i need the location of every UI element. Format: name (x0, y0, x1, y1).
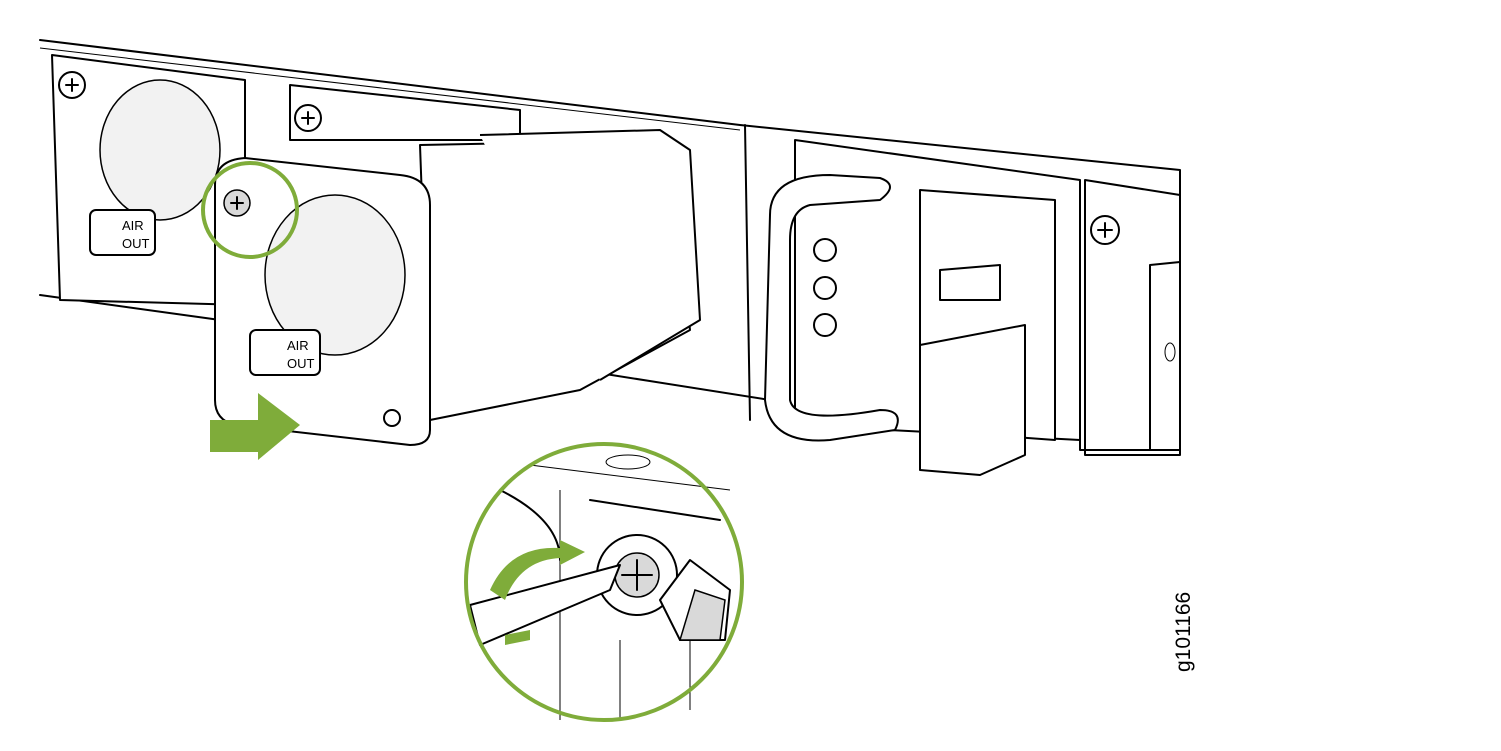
new-fan-air-out-label-line1: AIR (287, 338, 309, 353)
rotate-clockwise-arrow-icon (490, 540, 585, 600)
screw-detail-inset (464, 442, 744, 722)
captive-screw-highlight (201, 161, 299, 259)
power-supply (764, 139, 1081, 476)
figure-id-label: g101166 (1172, 591, 1195, 672)
new-fan-module: AIR OUT (214, 129, 701, 446)
installed-fan-air-out-label-line1: AIR (122, 218, 144, 233)
insert-direction-arrow-icon (210, 393, 300, 460)
installed-fan-module: AIR OUT (51, 54, 521, 306)
installed-fan-air-out-label-line2: OUT (122, 236, 150, 251)
new-fan-air-out-label-line2: OUT (287, 356, 315, 371)
chassis (39, 39, 1181, 456)
